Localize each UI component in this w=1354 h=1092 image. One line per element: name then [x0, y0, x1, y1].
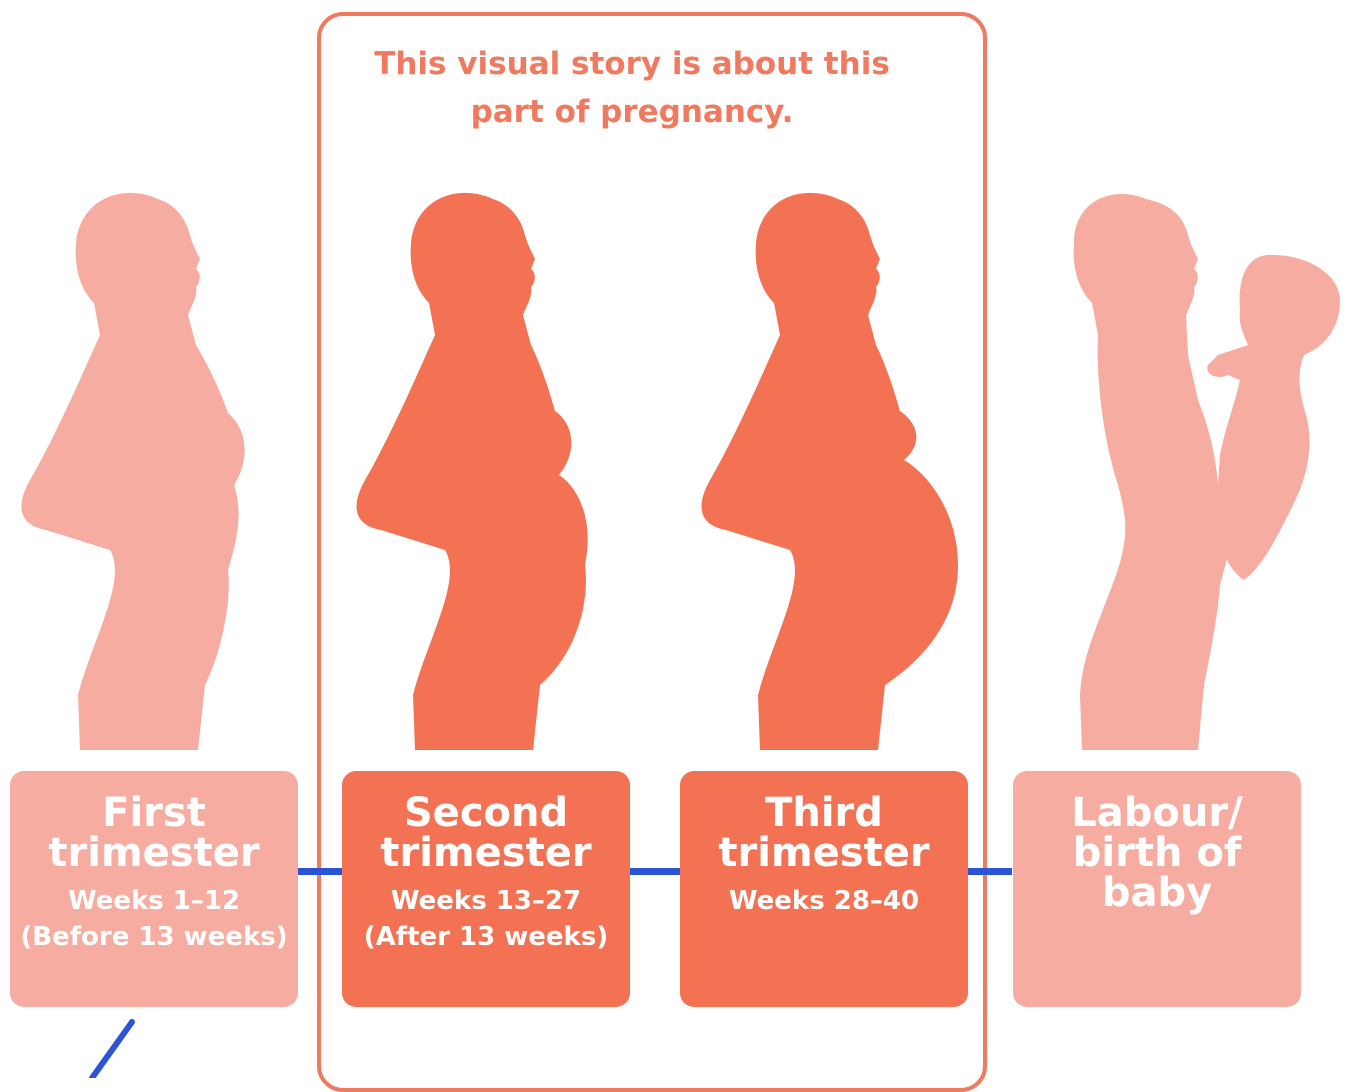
stage-labour-birth: Labour/ birth of baby — [1013, 771, 1301, 1007]
stage-title-line: trimester — [680, 833, 968, 873]
stage-title-line: trimester — [342, 833, 630, 873]
stage-title: Third trimester — [680, 793, 968, 873]
pregnant-woman-silhouette-icon — [345, 185, 615, 750]
stage-title-line: First — [10, 793, 298, 833]
stage-weeks-line: Weeks 28–40 — [680, 883, 968, 919]
stage-weeks: Weeks 1–12 (Before 13 weeks) — [10, 883, 298, 955]
stage-title: Second trimester — [342, 793, 630, 873]
stage-weeks-line: Weeks 1–12 — [10, 883, 298, 919]
highlight-caption: This visual story is about this part of … — [352, 40, 912, 136]
caption-line-2: part of pregnancy. — [352, 88, 912, 136]
pen-stroke-mark — [80, 1018, 150, 1078]
stage-third-trimester: Third trimester Weeks 28–40 — [680, 771, 968, 1007]
stage-first-trimester: First trimester Weeks 1–12 (Before 13 we… — [10, 771, 298, 1007]
stage-title: Labour/ birth of baby — [1013, 793, 1301, 913]
stage-weeks: Weeks 13–27 (After 13 weeks) — [342, 883, 630, 955]
stage-title-line: Second — [342, 793, 630, 833]
stage-weeks-line: (After 13 weeks) — [342, 919, 630, 955]
stage-weeks-line: (Before 13 weeks) — [10, 919, 298, 955]
stage-second-trimester: Second trimester Weeks 13–27 (After 13 w… — [342, 771, 630, 1007]
stage-title-line: baby — [1013, 873, 1301, 913]
pregnant-woman-silhouette-icon — [10, 185, 280, 750]
stage-title: First trimester — [10, 793, 298, 873]
stage-weeks: Weeks 28–40 — [680, 883, 968, 919]
stage-title-line: Labour/ — [1013, 793, 1301, 833]
stage-title-line: birth of — [1013, 833, 1301, 873]
mother-holding-baby-silhouette-icon — [1068, 185, 1348, 750]
stage-weeks-line: Weeks 13–27 — [342, 883, 630, 919]
stage-title-line: trimester — [10, 833, 298, 873]
caption-line-1: This visual story is about this — [352, 40, 912, 88]
pregnant-woman-silhouette-icon — [690, 185, 960, 750]
stage-title-line: Third — [680, 793, 968, 833]
